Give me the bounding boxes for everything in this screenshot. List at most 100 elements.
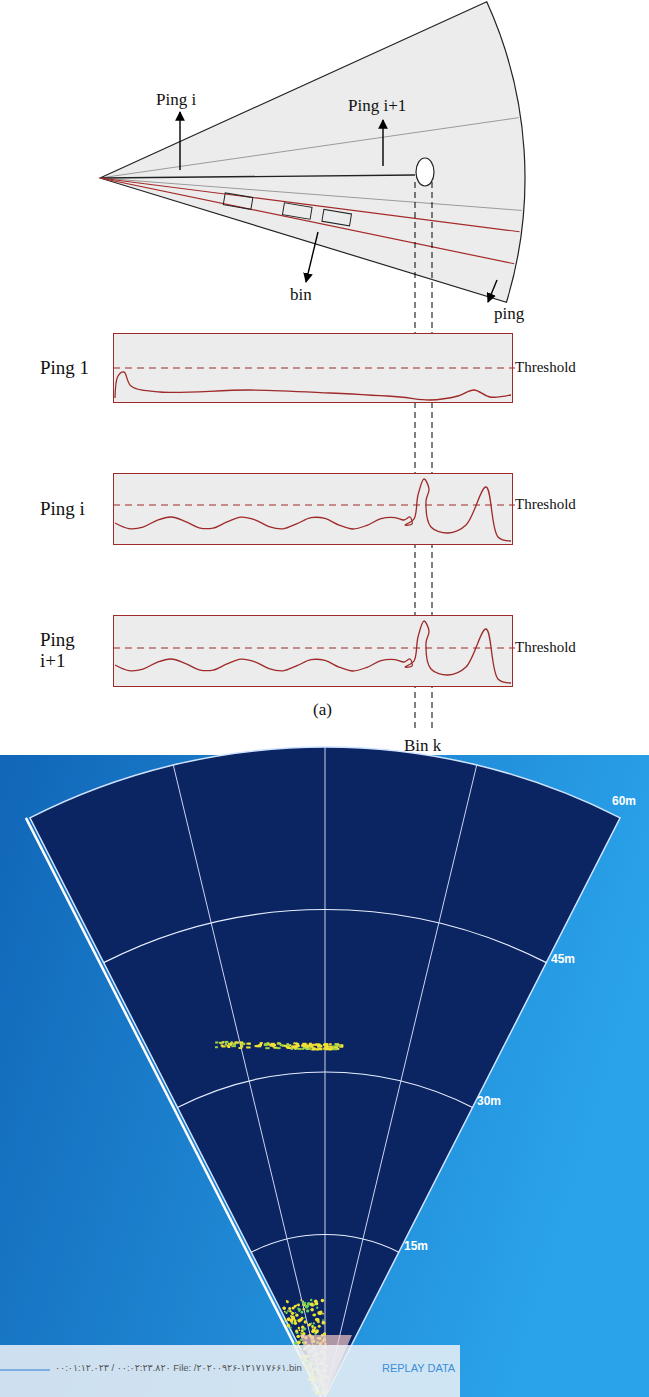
echo-dot — [306, 1306, 308, 1308]
echo-dot — [324, 1043, 328, 1045]
echo-dot — [317, 1046, 321, 1048]
ping-label: Ping i+1 — [348, 96, 406, 116]
echo-dot — [246, 1046, 250, 1048]
echo-dot — [272, 1044, 275, 1046]
echo-dot — [316, 1307, 318, 1309]
echo-dot — [310, 1308, 314, 1312]
echo-dot — [240, 1041, 243, 1043]
echo-dot — [287, 1324, 291, 1328]
pointer-arrow — [179, 112, 180, 170]
sector-edge — [26, 818, 321, 1397]
bin-label: Bin k — [404, 736, 441, 756]
echo-dot — [324, 1047, 327, 1049]
threshold-label: Threshold — [515, 639, 576, 656]
echo-dot — [294, 1322, 297, 1325]
ping-label: ping — [494, 304, 524, 324]
ping-beam — [100, 178, 520, 232]
beam-line — [100, 118, 519, 178]
echo-dot — [336, 1045, 341, 1047]
echo-dot — [298, 1329, 300, 1331]
pointer-arrow — [306, 232, 318, 282]
progress-line — [0, 1369, 50, 1370]
echo-dot — [310, 1299, 313, 1302]
echo-dot — [327, 1048, 330, 1050]
range-label: 60m — [612, 795, 636, 809]
echo-dot — [227, 1046, 230, 1048]
echo-dot — [321, 1321, 325, 1325]
bin-cell — [322, 209, 352, 225]
bin-cell — [282, 203, 312, 219]
echo-dot — [264, 1043, 268, 1045]
echo-waveform — [115, 621, 511, 683]
beam-center — [100, 175, 415, 178]
threshold-label: Threshold — [515, 359, 576, 376]
echo-dot — [298, 1327, 300, 1329]
plot-ground — [113, 473, 513, 545]
bearing-line — [325, 747, 326, 1397]
echo-dot — [297, 1335, 300, 1338]
threshold-line — [113, 367, 515, 368]
echo-dot — [219, 1042, 223, 1044]
echo-waveform — [115, 479, 511, 541]
echo-dot — [328, 1046, 333, 1048]
ping-name: Ping i+1 — [40, 630, 102, 672]
echo-dot — [304, 1317, 306, 1319]
echo-dot — [257, 1045, 262, 1047]
echo-dot — [314, 1326, 317, 1329]
echo-dot — [294, 1305, 297, 1308]
echo-dot — [215, 1046, 218, 1048]
threshold-line — [113, 504, 515, 505]
echo-dot — [322, 1319, 324, 1321]
figure-tag: (a) — [313, 700, 332, 720]
pointer-arrow — [382, 120, 383, 166]
echo-dot — [294, 1342, 297, 1345]
echo-dot — [285, 1320, 287, 1322]
sonar-fan — [100, 2, 525, 303]
bin-cell — [223, 193, 253, 209]
echo-dot — [290, 1319, 294, 1323]
echo-dot — [308, 1324, 311, 1327]
echo-dot — [277, 1043, 279, 1045]
echo-dot — [300, 1299, 302, 1301]
echo-dot — [311, 1322, 313, 1324]
threshold-label: Threshold — [515, 496, 576, 513]
range-label: 45m — [551, 953, 575, 967]
echo-dot — [311, 1048, 314, 1050]
echo-dot — [315, 1329, 319, 1333]
echo-dot — [317, 1311, 321, 1315]
echo-dot — [293, 1047, 298, 1049]
bearing-line — [325, 765, 477, 1397]
ping-beam — [100, 178, 514, 264]
echo-dot — [291, 1312, 294, 1315]
echo-dot — [228, 1043, 233, 1045]
echo-dot — [305, 1305, 309, 1309]
echo-dot — [309, 1043, 312, 1045]
echo-dot — [313, 1322, 315, 1324]
echo-dot — [231, 1045, 236, 1047]
echo-dot — [313, 1304, 315, 1306]
echo-dot — [303, 1327, 306, 1330]
echo-dot — [295, 1304, 297, 1306]
range-label: 30m — [477, 1095, 501, 1109]
echo-dot — [220, 1042, 223, 1044]
range-label: 15m — [404, 1240, 428, 1254]
echo-dot — [316, 1318, 320, 1322]
echo-dot — [225, 1042, 227, 1044]
plot-ground — [113, 615, 513, 687]
echo-dot — [225, 1041, 229, 1043]
echo-dot — [311, 1330, 314, 1333]
echo-dot — [302, 1308, 305, 1311]
echo-dot — [272, 1044, 276, 1046]
echo-dot — [215, 1041, 218, 1043]
echo-dot — [295, 1329, 298, 1332]
playback-status: ۰۰:۰۱:۱۲.۰۲۳ / ۰۰:۰۲:۲۳.۸۲۰ File: /۲۰۲۰۰… — [55, 1363, 302, 1374]
replay-button: REPLAY DATA — [382, 1362, 455, 1375]
echo-dot — [322, 1313, 324, 1315]
echo-dot — [318, 1048, 323, 1050]
echo-dot — [297, 1340, 301, 1344]
echo-dot — [317, 1048, 321, 1050]
echo-dot — [234, 1041, 237, 1043]
echo-dot — [297, 1303, 300, 1306]
echo-dot — [286, 1301, 289, 1304]
